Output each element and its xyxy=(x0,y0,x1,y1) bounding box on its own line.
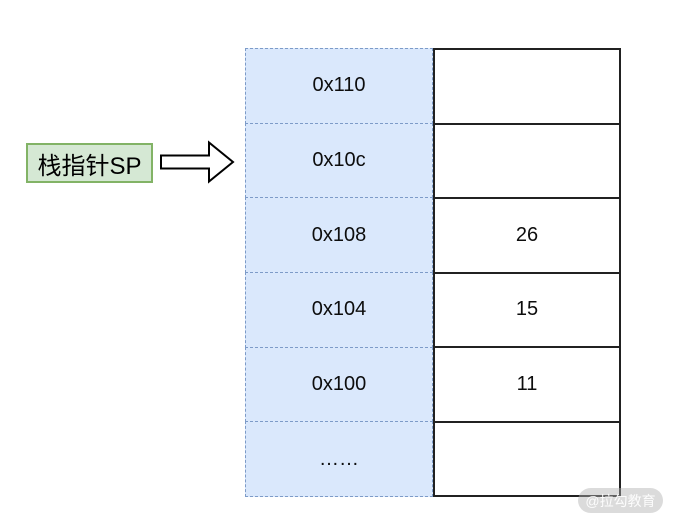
address-column: 0x110 0x10c 0x108 0x104 0x100 …… xyxy=(245,48,433,498)
arrow-right-icon xyxy=(160,140,235,184)
watermark-badge: @拉勾教育 xyxy=(578,488,663,513)
address-cell: 0x108 xyxy=(245,197,433,274)
address-cell: 0x100 xyxy=(245,346,433,423)
value-cell: 15 xyxy=(433,271,621,348)
address-cell-ellipsis: …… xyxy=(245,421,433,498)
value-cell xyxy=(433,122,621,199)
value-cell xyxy=(433,48,621,125)
stack-pointer-label: 栈指针SP xyxy=(26,143,153,183)
value-cell xyxy=(433,420,621,497)
address-cell: 0x110 xyxy=(245,48,433,124)
value-column: 26 15 11 xyxy=(433,48,621,497)
value-cell: 26 xyxy=(433,197,621,274)
value-cell: 11 xyxy=(433,346,621,423)
address-cell: 0x10c xyxy=(245,122,433,199)
address-cell: 0x104 xyxy=(245,272,433,348)
memory-table: 0x110 0x10c 0x108 0x104 0x100 …… 26 15 1… xyxy=(245,48,621,498)
